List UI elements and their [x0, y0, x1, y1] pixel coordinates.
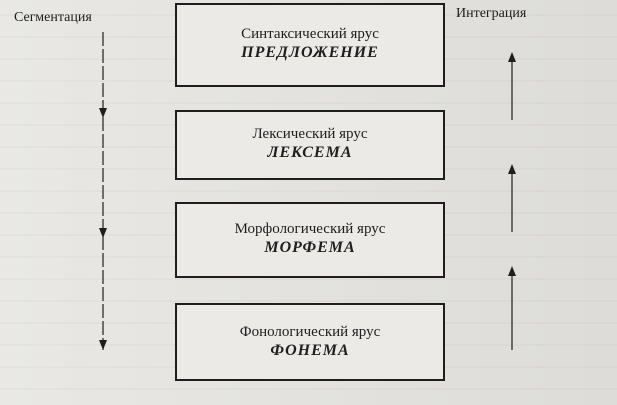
tier-unit: ФОНЕМА [270, 342, 350, 359]
up-arrow-1 [508, 52, 516, 62]
lexical-tier-box: Лексический ярус ЛЕКСЕМА [175, 110, 445, 180]
phonological-tier-box: Фонологический ярус ФОНЕМА [175, 303, 445, 381]
tier-unit: ЛЕКСЕМА [267, 144, 353, 161]
up-arrow-2 [508, 164, 516, 174]
down-arrow-2 [99, 228, 107, 238]
segmentation-label: Сегментация [14, 10, 92, 25]
tier-name: Синтаксический ярус [241, 26, 379, 42]
up-arrow-3 [508, 266, 516, 276]
tier-unit: МОРФЕМА [264, 239, 356, 256]
tier-name: Фонологический ярус [239, 324, 381, 340]
tier-unit: ПРЕДЛОЖЕНИЕ [241, 44, 379, 61]
syntactic-tier-box: Синтаксический ярус ПРЕДЛОЖЕНИЕ [175, 3, 445, 87]
tier-name: Морфологический ярус [234, 221, 386, 237]
down-arrow-1 [99, 108, 107, 118]
tier-name: Лексический ярус [252, 126, 368, 142]
morphological-tier-box: Морфологический ярус МОРФЕМА [175, 202, 445, 278]
integration-label: Интеграция [456, 6, 527, 21]
down-arrow-3 [99, 340, 107, 350]
